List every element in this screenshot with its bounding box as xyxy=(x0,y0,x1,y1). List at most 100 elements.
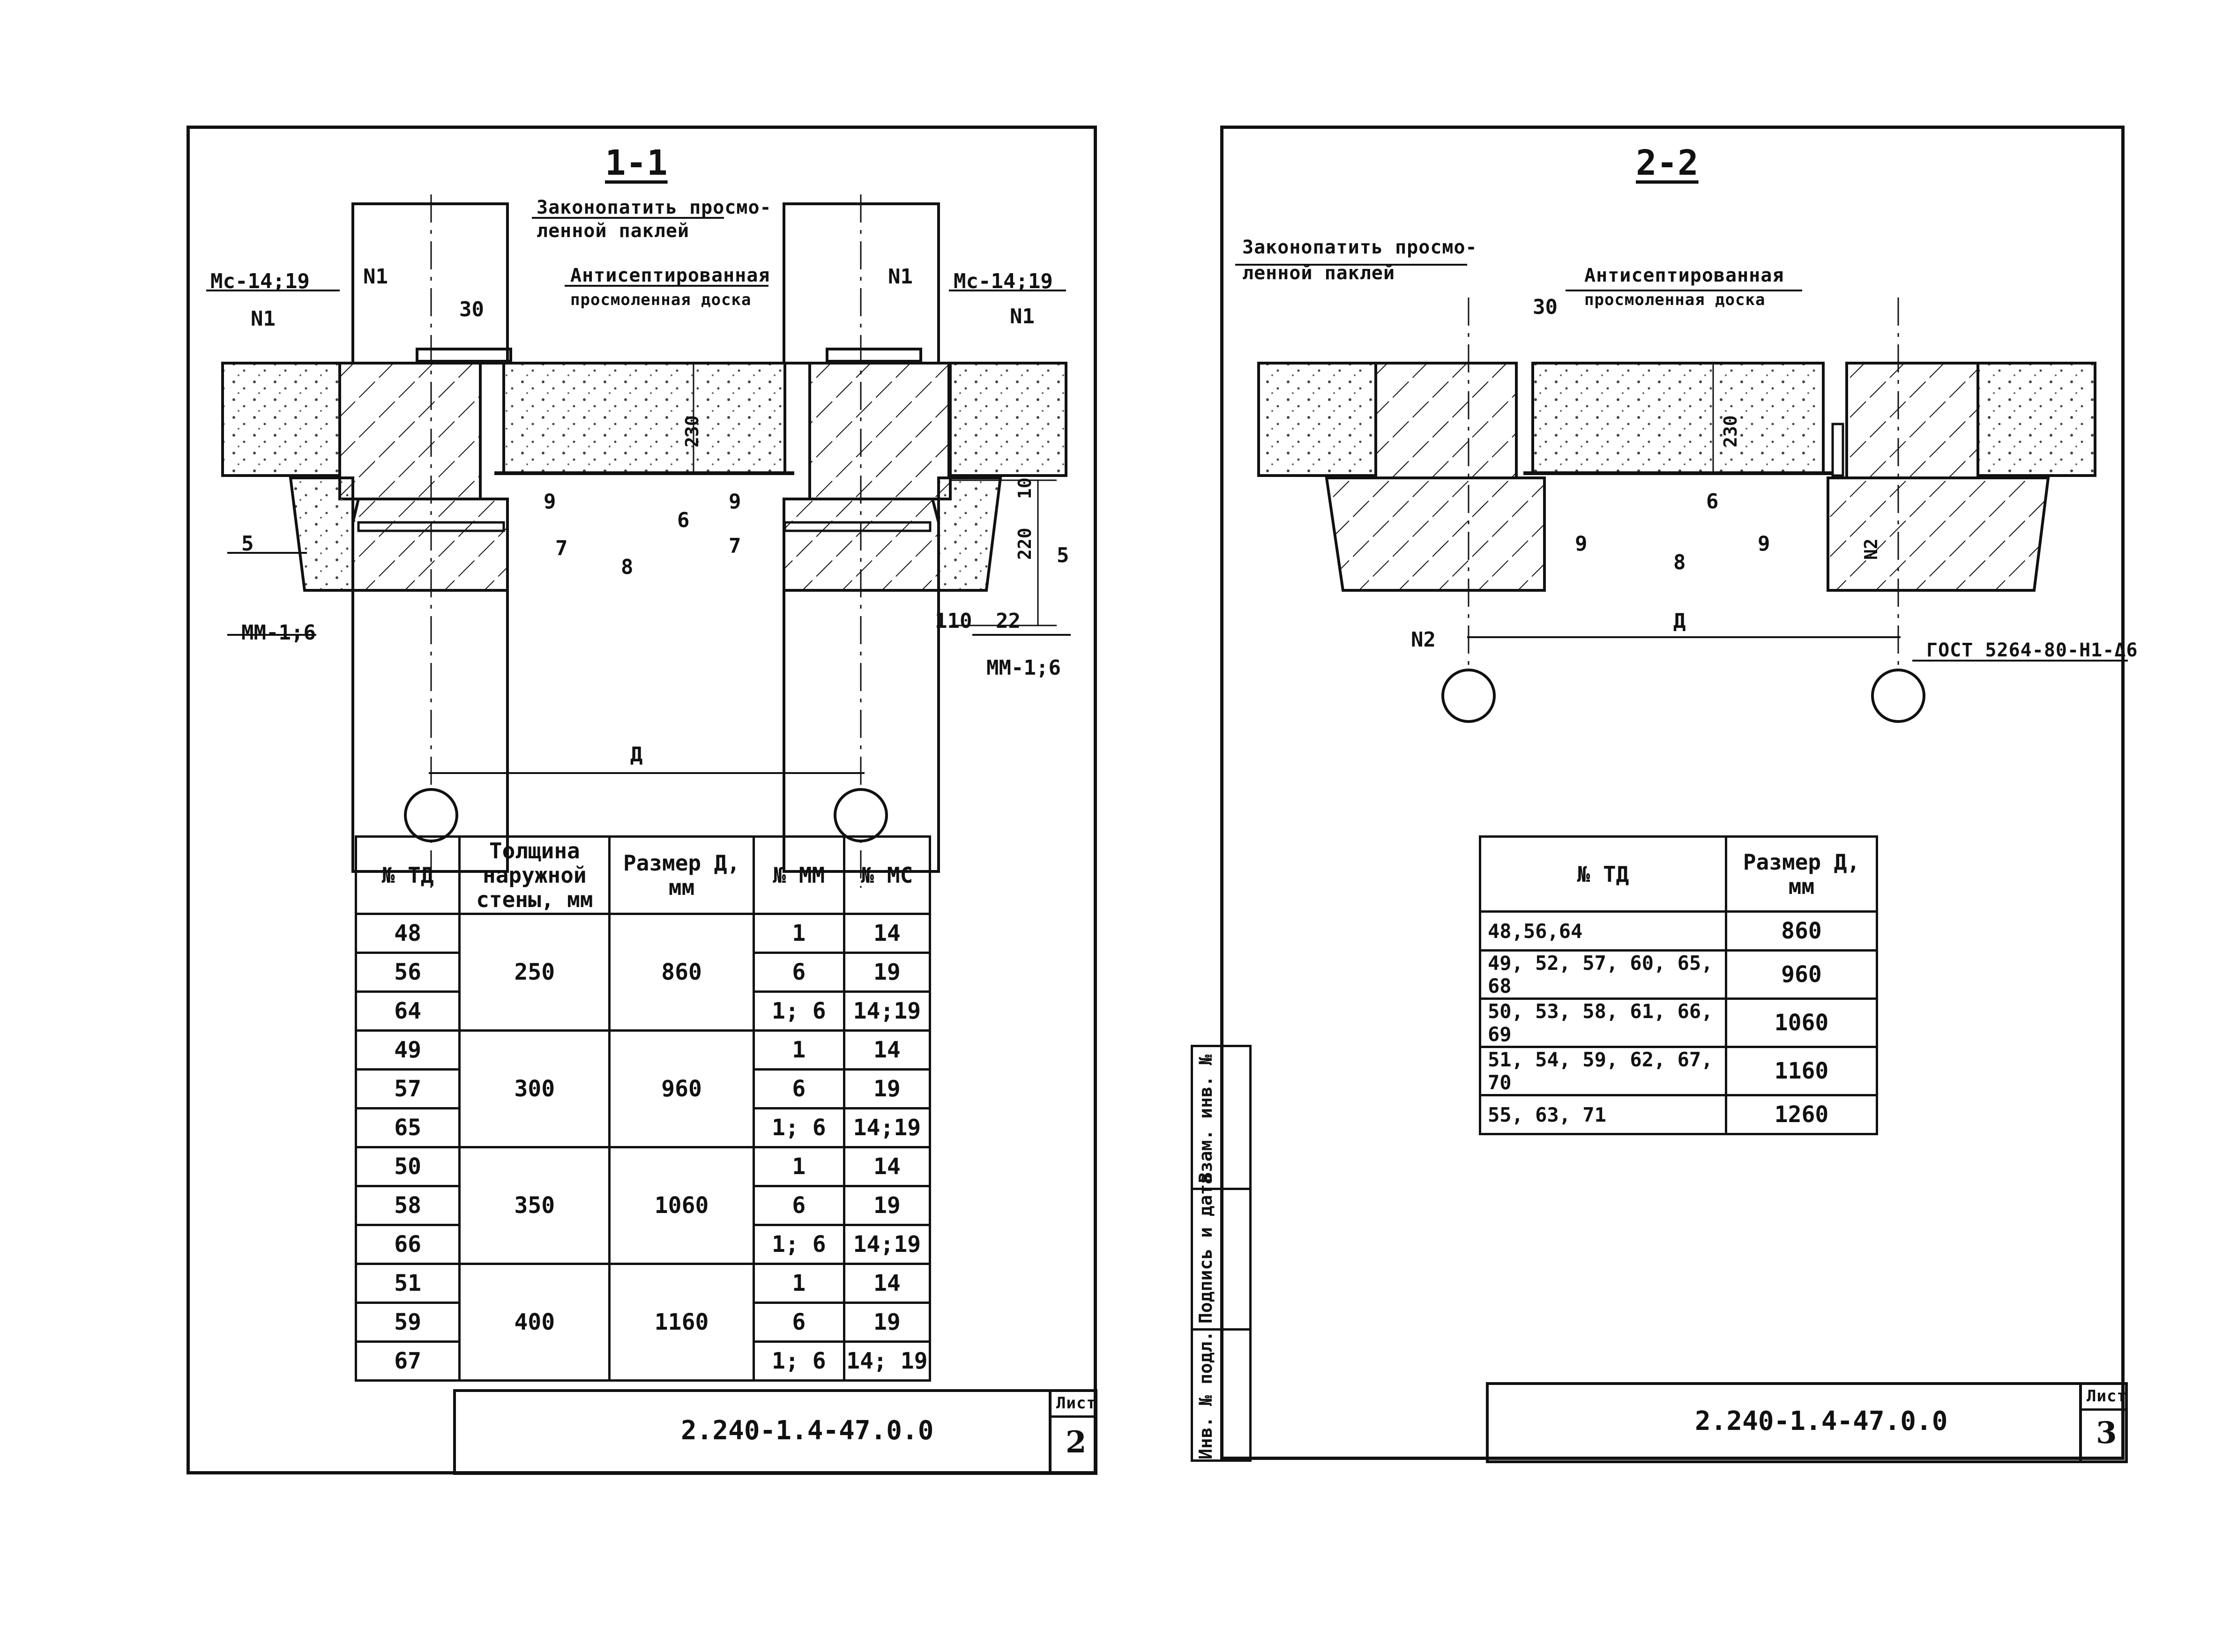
callout-caulk-line2: ленной паклей xyxy=(1242,262,1395,284)
cell-size: 1160 xyxy=(608,1263,755,1382)
cell-size: 1060 xyxy=(608,1146,755,1265)
cell-size: 960 xyxy=(1724,949,1879,1000)
cell-mm: 6 xyxy=(752,1302,845,1343)
cell-mm: 1 xyxy=(752,1263,845,1304)
cell-size: 960 xyxy=(608,1029,755,1148)
cell-mm: 6 xyxy=(752,1185,845,1226)
mark-n1-b: N1 xyxy=(363,265,388,289)
drawing-code: 2.240-1.4-47.0.0 xyxy=(1695,1406,1948,1436)
cell-mc: 19 xyxy=(843,1302,932,1343)
mark-n1-c: N1 xyxy=(888,265,913,289)
table-row: 51 400 1160 1 14 xyxy=(354,1263,932,1382)
callout-board-line1: Антисептированная xyxy=(570,265,770,286)
cell-size: 860 xyxy=(1724,910,1879,952)
mark-n1-a: N1 xyxy=(251,307,276,331)
cell-td: 58 xyxy=(354,1185,461,1226)
callout-board-line2: просмоленная доска xyxy=(570,290,752,309)
cell-thickness: 300 xyxy=(458,1029,611,1148)
section-2-2-drawing xyxy=(1235,264,2128,723)
cell-td: 49, 52, 57, 60, 65, 68 xyxy=(1479,949,1727,1000)
cell-mc: 19 xyxy=(843,952,932,993)
cell-thickness: 400 xyxy=(458,1263,611,1382)
cell-mc: 14 xyxy=(843,1263,932,1304)
approval-side-strip: Инв. № подл. Подпись и дата Взам. инв. № xyxy=(1191,1045,1252,1462)
side-label-replace-inv-no: Взам. инв. № xyxy=(1195,1054,1216,1183)
table-row: 65 1; 6 14;19 xyxy=(354,1107,932,1148)
cell-mc: 19 xyxy=(843,1185,932,1226)
position-7-left: 7 xyxy=(555,536,568,560)
cell-mc: 14; 19 xyxy=(843,1340,932,1382)
cell-mm: 6 xyxy=(752,1068,845,1109)
position-9-left: 9 xyxy=(1575,532,1588,556)
sheet-number-box: Лист 3 xyxy=(2079,1385,2128,1460)
sheet-label: Лист xyxy=(2087,1387,2127,1406)
table-row: 50 350 1060 1 14 xyxy=(354,1146,932,1265)
position-9-right: 9 xyxy=(729,490,741,513)
table-row: 66 1; 6 14;19 xyxy=(354,1224,932,1265)
mark-mc-left: Мс-14;19 xyxy=(210,269,310,293)
sheet-number: 2 xyxy=(1066,1425,1087,1460)
position-9-right: 9 xyxy=(1758,532,1770,556)
callout-caulk-line2: ленной паклей xyxy=(537,220,690,242)
cell-mm: 1 xyxy=(752,913,845,954)
header-td: № ТД xyxy=(1479,835,1727,913)
dim-230: 230 xyxy=(682,415,702,447)
title-block: 2.240-1.4-47.0.0 Лист 2 xyxy=(453,1389,1097,1475)
table-row: 64 1; 6 14;19 xyxy=(354,990,932,1032)
sheet-number-box: Лист 2 xyxy=(1049,1392,1097,1472)
header-td: № ТД xyxy=(354,835,461,915)
sheet-label: Лист xyxy=(1056,1394,1096,1413)
mark-n1-d: N1 xyxy=(1010,305,1035,328)
cell-td: 55, 63, 71 xyxy=(1479,1094,1727,1135)
table-row: 57 6 19 xyxy=(354,1068,932,1109)
td-size-table: № ТД Размер Д, мм 48,56,64 860 49, 52, 5… xyxy=(1479,835,1879,1135)
position-8: 8 xyxy=(621,555,634,579)
dim-30: 30 xyxy=(459,298,484,321)
cell-td: 64 xyxy=(354,990,461,1032)
cell-td: 50 xyxy=(354,1146,461,1187)
mark-mc-right: Мс-14;19 xyxy=(954,269,1053,293)
cell-mc: 14 xyxy=(843,1146,932,1187)
cell-td: 57 xyxy=(354,1068,461,1109)
position-9-left: 9 xyxy=(544,490,556,513)
cell-mm: 1; 6 xyxy=(752,1224,845,1265)
dim-110: 110 xyxy=(935,609,972,633)
cell-mm: 1; 6 xyxy=(752,1107,845,1148)
dim-220: 220 xyxy=(1014,528,1035,560)
cell-mm: 1 xyxy=(752,1146,845,1187)
cell-mm: 1; 6 xyxy=(752,990,845,1032)
cell-td: 51, 54, 59, 62, 67, 70 xyxy=(1479,1046,1727,1096)
position-6: 6 xyxy=(1706,490,1719,513)
table-row: 48,56,64 860 xyxy=(1479,910,1879,952)
cell-td: 59 xyxy=(354,1302,461,1343)
mark-n2-left: N2 xyxy=(1411,628,1436,652)
cell-size: 1060 xyxy=(1724,997,1879,1048)
cell-mm: 1; 6 xyxy=(752,1340,845,1382)
position-6: 6 xyxy=(677,508,690,532)
drawing-sheet-2: 1-1 Законопатить просмо- ленной паклей А… xyxy=(186,126,1097,1475)
cell-td: 67 xyxy=(354,1340,461,1382)
cell-td: 56 xyxy=(354,952,461,993)
cell-thickness: 350 xyxy=(458,1146,611,1265)
position-8: 8 xyxy=(1673,551,1686,574)
gost-label: ГОСТ 5264-80-Н1-Δ6 xyxy=(1926,640,2138,661)
table-header-row: № ТД Размер Д, мм xyxy=(1479,835,1879,913)
cell-td: 65 xyxy=(354,1107,461,1148)
side-label-signature-date: Подпись и дата xyxy=(1195,1173,1216,1324)
mark-mm-right: ММ-1;6 xyxy=(986,656,1061,680)
header-thickness: Толщина наружной стены, мм xyxy=(458,835,611,915)
table-header-row: № ТД Толщина наружной стены, мм Размер Д… xyxy=(354,835,932,915)
callout-caulk-line1: Законопатить просмо- xyxy=(537,197,772,218)
cell-mc: 14;19 xyxy=(843,1224,932,1265)
header-size-d: Размер Д, мм xyxy=(1724,835,1879,913)
cell-mc: 19 xyxy=(843,1068,932,1109)
cell-size: 860 xyxy=(608,913,755,1032)
cell-mc: 14;19 xyxy=(843,1107,932,1148)
cell-mc: 14 xyxy=(843,913,932,954)
table-row: 56 6 19 xyxy=(354,952,932,993)
cell-mm: 1 xyxy=(752,1029,845,1071)
header-mc: № МС xyxy=(843,835,932,915)
header-size-d: Размер Д, мм xyxy=(608,835,755,915)
cell-td: 51 xyxy=(354,1263,461,1304)
position-5-left: 5 xyxy=(241,532,254,556)
